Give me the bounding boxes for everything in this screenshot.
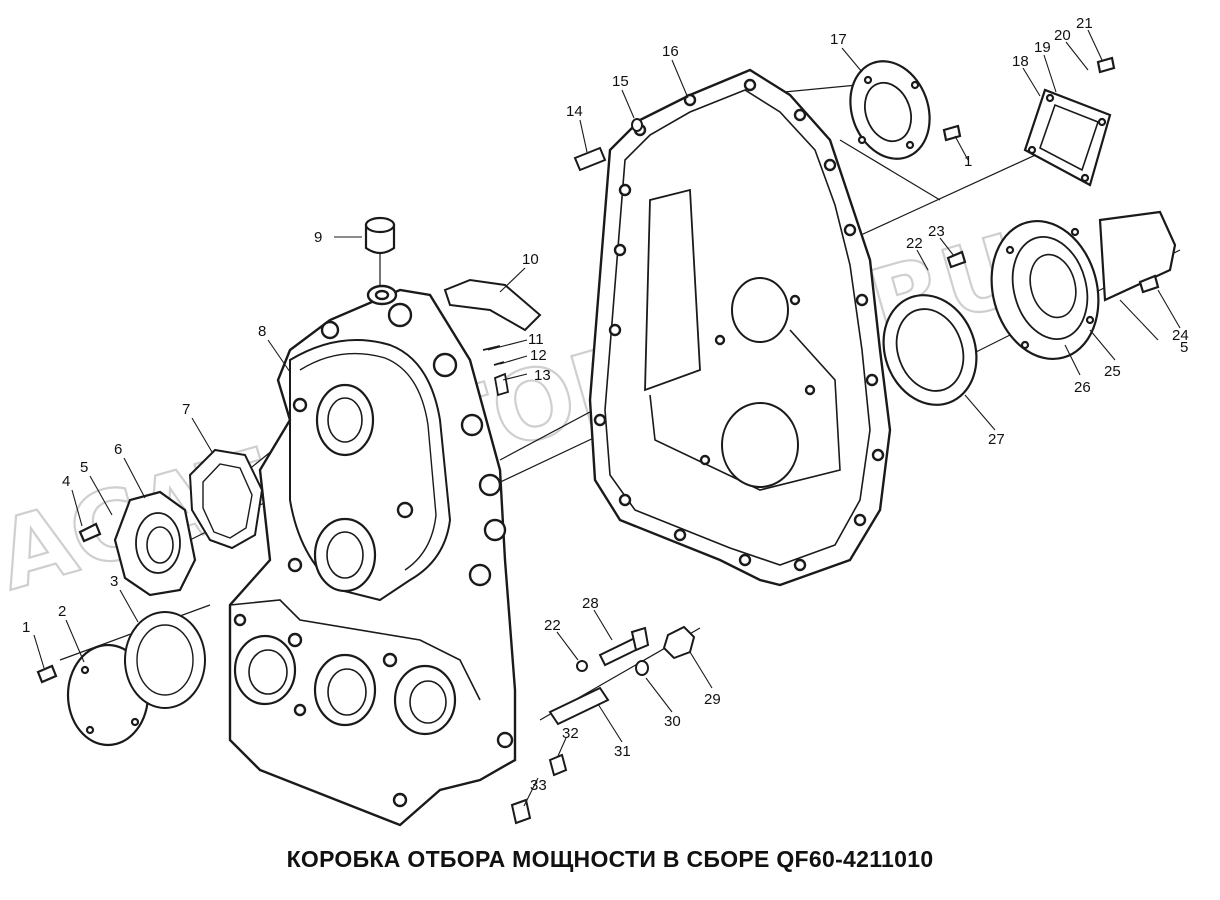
seal-ring-27 bbox=[882, 294, 978, 406]
callout-labels: 1 1 2 3 4 5 5 6 7 8 9 10 11 12 13 14 15 … bbox=[22, 15, 1189, 794]
output-housing bbox=[946, 210, 1177, 361]
callout-18: 18 bbox=[1012, 53, 1029, 70]
callout-6: 6 bbox=[114, 441, 122, 458]
callout-20: 20 bbox=[1054, 27, 1071, 44]
callout-29: 29 bbox=[704, 691, 721, 708]
callout-11: 11 bbox=[528, 331, 544, 348]
callout-23: 23 bbox=[928, 223, 945, 240]
callout-25: 25 bbox=[1104, 363, 1121, 380]
callout-1: 1 bbox=[22, 619, 30, 636]
dowel-pin-14 bbox=[573, 146, 607, 172]
callout-5: 5 bbox=[80, 459, 88, 476]
callout-24: 24 bbox=[1172, 327, 1189, 344]
square-frame-18 bbox=[1023, 56, 1116, 187]
callout-12: 12 bbox=[530, 347, 547, 364]
gear-housing bbox=[228, 284, 517, 827]
callout-10: 10 bbox=[522, 251, 539, 268]
callout-26: 26 bbox=[1074, 379, 1091, 396]
callout-27: 27 bbox=[988, 431, 1005, 448]
bracket-10 bbox=[443, 278, 542, 332]
diagram-title: КОРОБКА ОТБОРА МОЩНОСТИ В СБОРЕ QF60-421… bbox=[286, 846, 934, 872]
callout-9: 9 bbox=[314, 229, 322, 246]
gasket-3 bbox=[124, 611, 206, 709]
callout-14: 14 bbox=[566, 103, 583, 120]
callout-30: 30 bbox=[664, 713, 681, 730]
callout-16: 16 bbox=[662, 43, 679, 60]
bearing-cap-17 bbox=[849, 60, 962, 160]
small-cap-6 bbox=[78, 490, 197, 597]
callout-8: 8 bbox=[258, 323, 266, 340]
callout-32: 32 bbox=[562, 725, 579, 742]
rear-cover bbox=[588, 68, 892, 587]
callout-33: 33 bbox=[530, 777, 547, 794]
callout-5: 5 bbox=[1180, 339, 1188, 356]
washer-15 bbox=[631, 118, 643, 132]
plug-9 bbox=[364, 216, 396, 255]
callout-22: 22 bbox=[544, 617, 561, 634]
callout-21: 21 bbox=[1076, 15, 1093, 32]
gasket-7 bbox=[188, 448, 264, 550]
callout-19: 19 bbox=[1034, 39, 1051, 56]
callout-2: 2 bbox=[58, 603, 66, 620]
callout-28: 28 bbox=[582, 595, 599, 612]
leader-lines bbox=[33, 29, 1181, 807]
callout-1: 1 bbox=[964, 153, 972, 170]
callout-4: 4 bbox=[62, 473, 70, 490]
callout-13: 13 bbox=[534, 367, 551, 384]
callout-31: 31 bbox=[614, 743, 631, 760]
callout-22: 22 bbox=[906, 235, 923, 252]
callout-3: 3 bbox=[110, 573, 118, 590]
callout-15: 15 bbox=[612, 73, 629, 90]
callout-7: 7 bbox=[182, 401, 190, 418]
callout-17: 17 bbox=[830, 31, 847, 48]
bottom-fasteners bbox=[510, 625, 696, 825]
